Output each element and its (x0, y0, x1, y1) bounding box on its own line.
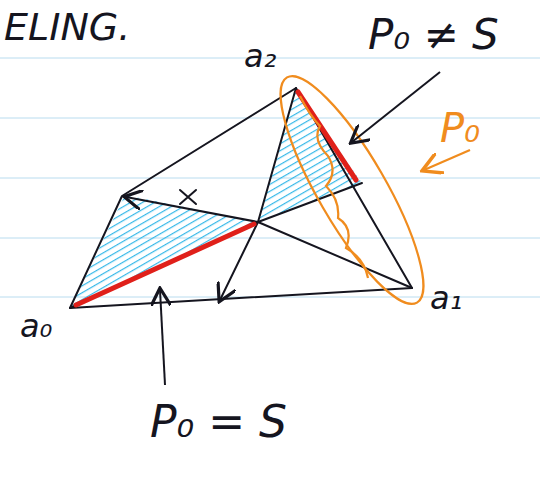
annotation: P₀ = S (150, 400, 287, 444)
orange-region (258, 60, 470, 319)
hatched-cell (258, 90, 362, 222)
hatched-cell (70, 195, 258, 308)
vertex-label: a₁ (430, 282, 462, 314)
notebook-rules (0, 58, 540, 297)
annotation: P₀ ≠ S (368, 14, 499, 56)
red-edge (76, 92, 356, 305)
leader-arrow (160, 72, 440, 385)
region-label: P₀ (440, 108, 480, 148)
heading-fragment: ELING. (4, 8, 130, 46)
triangle-subdivision (70, 88, 412, 308)
vertex-label: a₂ (244, 40, 276, 72)
vertex-label: a₀ (20, 310, 52, 342)
